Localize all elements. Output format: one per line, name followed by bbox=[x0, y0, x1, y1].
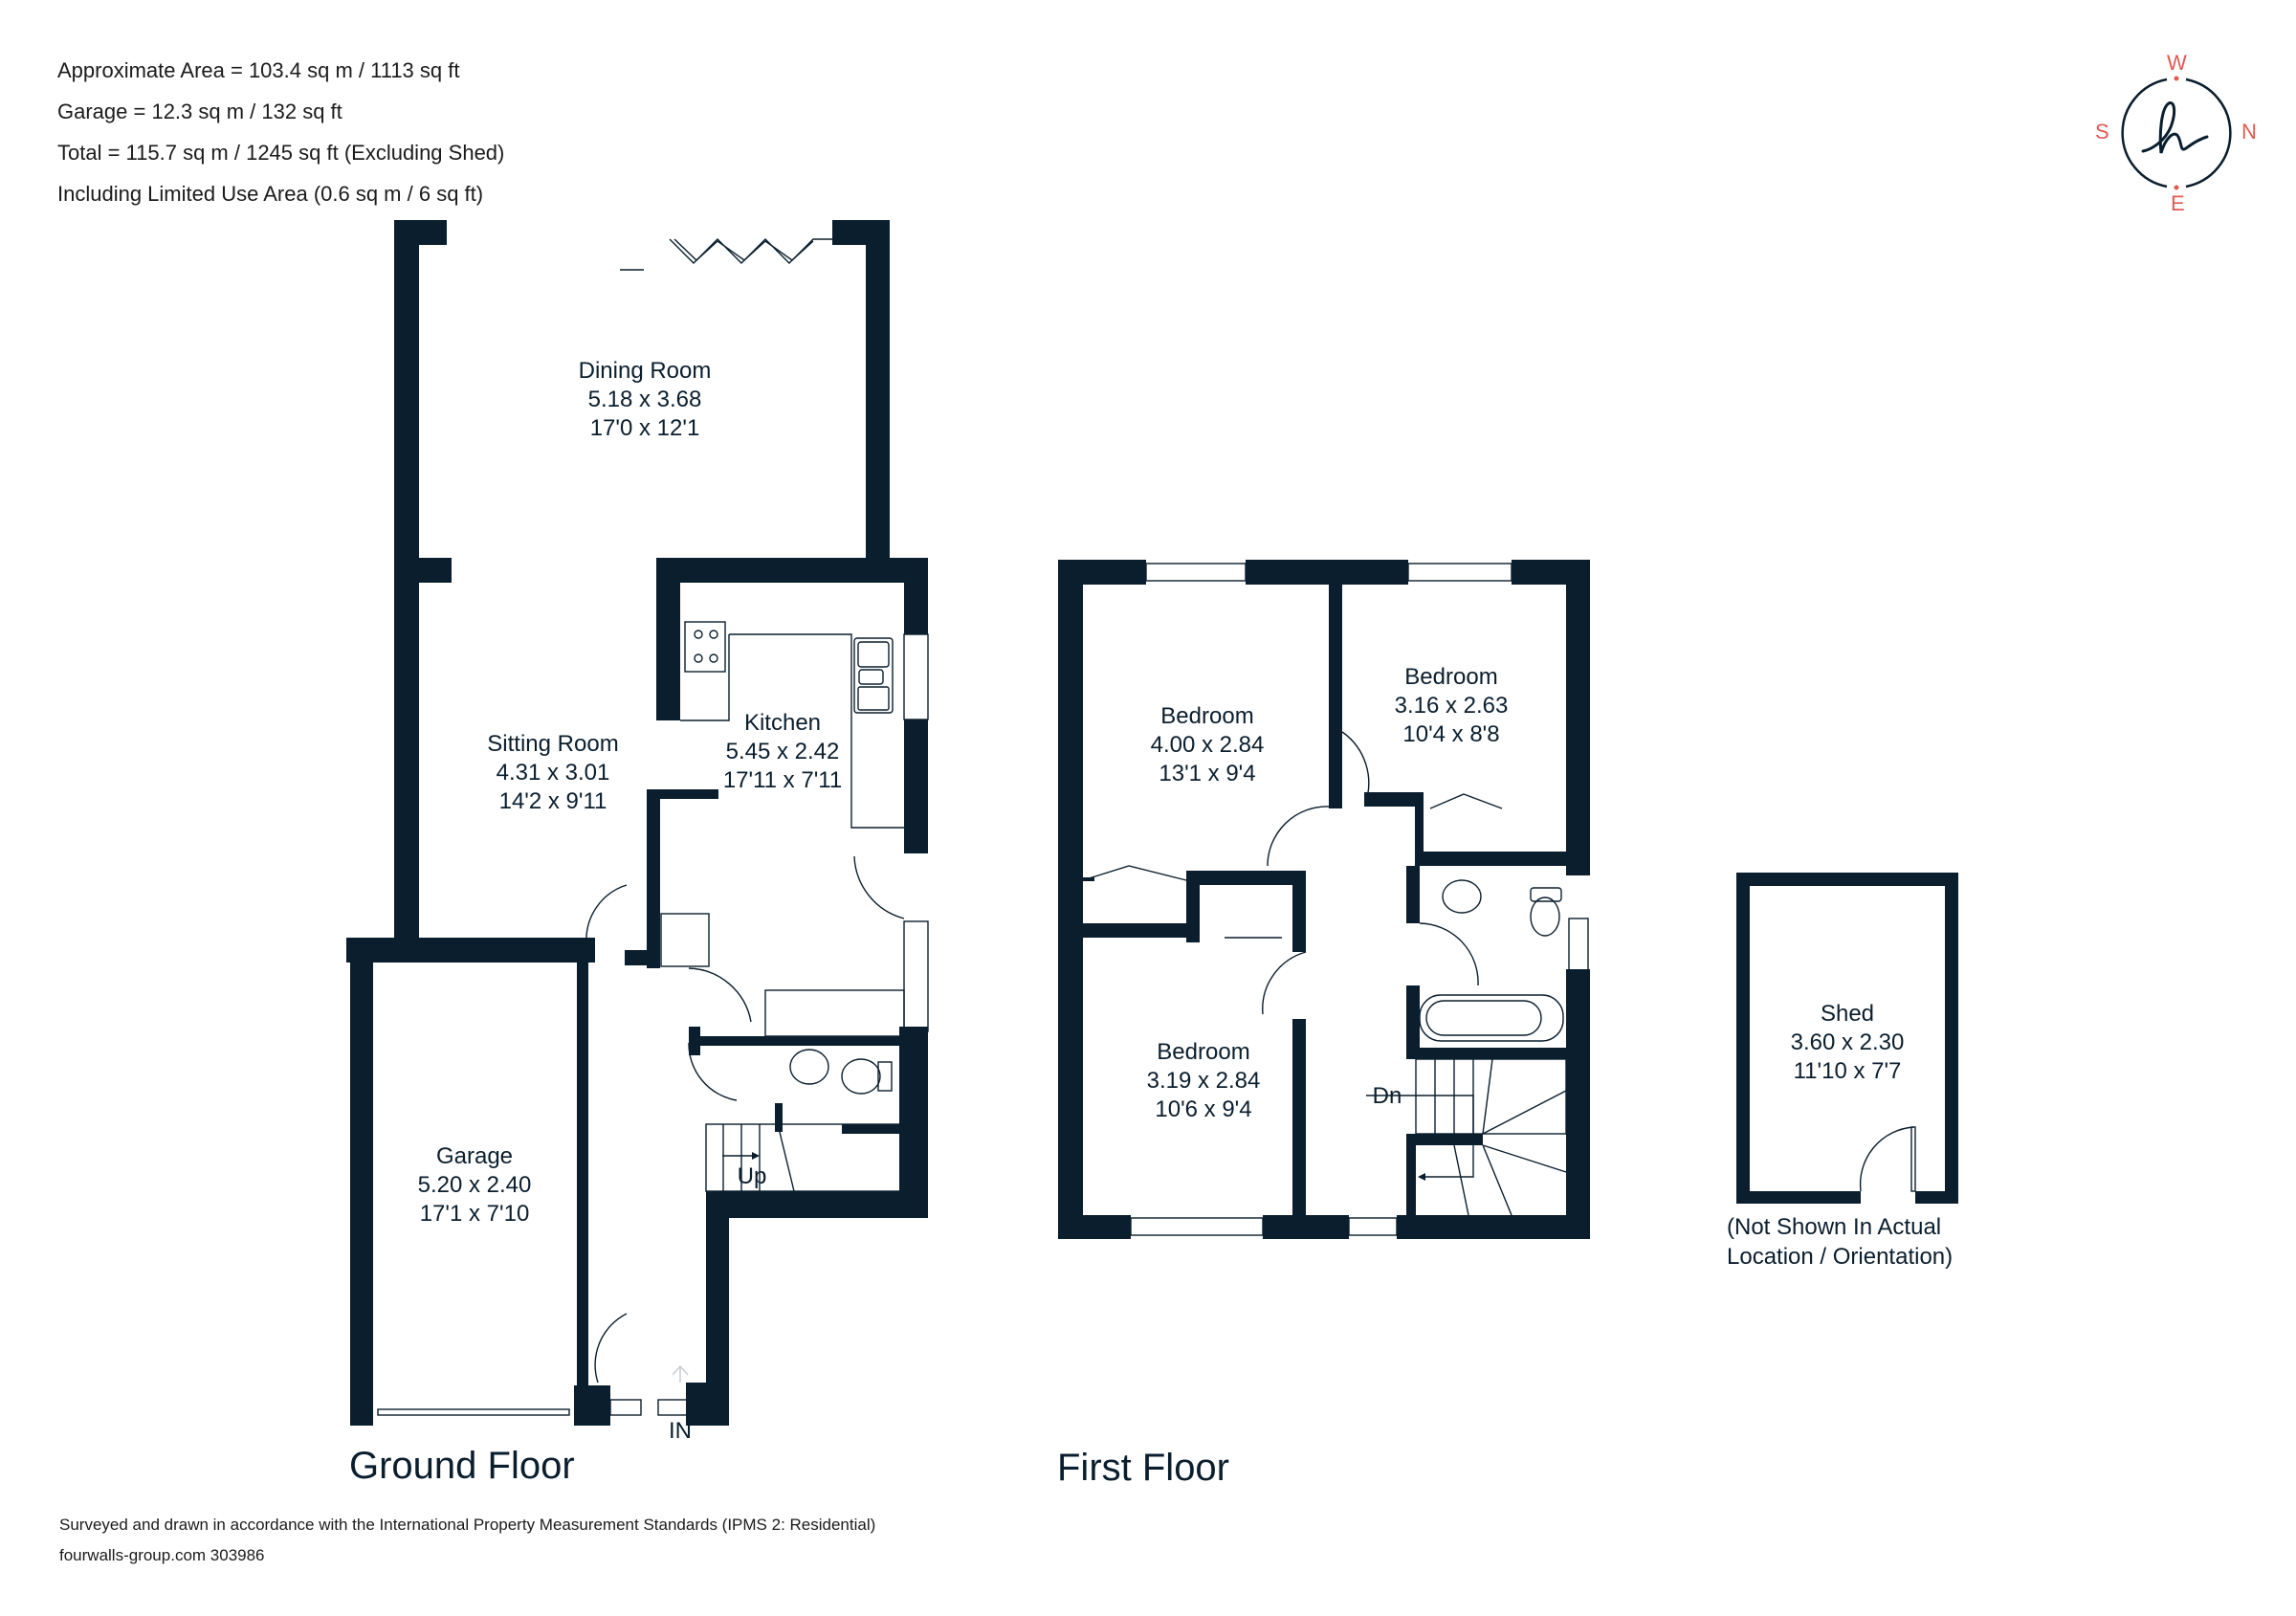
garage-imperial: 17'1 x 7'10 bbox=[420, 1201, 530, 1227]
area-summary: Approximate Area = 103.4 sq m / 1113 sq … bbox=[57, 50, 504, 214]
bedroom3-name: Bedroom bbox=[1157, 1039, 1249, 1065]
total-area-text: Total = 115.7 sq m / 1245 sq ft (Excludi… bbox=[57, 141, 505, 165]
ground-floor-title: Ground Floor bbox=[349, 1445, 575, 1487]
kitchen-name: Kitchen bbox=[744, 710, 821, 736]
garage-area-text: Garage = 12.3 sq m / 132 sq ft bbox=[57, 100, 342, 123]
compass-ring-icon bbox=[2121, 76, 2232, 190]
sitting-room-imperial: 14'2 x 9'11 bbox=[499, 788, 607, 814]
dining-room-name: Dining Room bbox=[579, 358, 712, 384]
sitting-room-name: Sitting Room bbox=[487, 731, 618, 757]
shed-metric: 3.60 x 2.30 bbox=[1791, 1029, 1905, 1055]
sitting-room-metric: 4.31 x 3.01 bbox=[497, 760, 610, 786]
garage-metric: 5.20 x 2.40 bbox=[418, 1172, 532, 1198]
stairs-up-label: Up bbox=[738, 1163, 767, 1189]
shed-plan bbox=[1736, 873, 1958, 1204]
stairs-down-label: Dn bbox=[1373, 1083, 1402, 1109]
logo-signature-icon bbox=[2141, 101, 2209, 154]
ground-floor-plan bbox=[346, 220, 929, 1426]
bedroom2-metric: 3.16 x 2.63 bbox=[1395, 693, 1509, 719]
approximate-area-text: Approximate Area = 103.4 sq m / 1113 sq … bbox=[57, 58, 460, 82]
dining-room-metric: 5.18 x 3.68 bbox=[588, 387, 702, 412]
standards-statement: Surveyed and drawn in accordance with th… bbox=[59, 1516, 876, 1534]
shed-imperial: 11'10 x 7'7 bbox=[1794, 1058, 1902, 1084]
bedroom3-metric: 3.19 x 2.84 bbox=[1147, 1068, 1261, 1094]
kitchen-metric: 5.45 x 2.42 bbox=[726, 739, 840, 764]
first-floor-plan bbox=[1058, 560, 1590, 1239]
reference-text: fourwalls-group.com 303986 bbox=[59, 1546, 265, 1564]
compass-east-label: E bbox=[2171, 191, 2185, 215]
bedroom2-imperial: 10'4 x 8'8 bbox=[1402, 721, 1499, 747]
footer: Surveyed and drawn in accordance with th… bbox=[59, 1510, 875, 1571]
compass-south-label: S bbox=[2095, 120, 2109, 144]
shed-note-line2: Location / Orientation) bbox=[1727, 1244, 1954, 1270]
dining-room-imperial: 17'0 x 12'1 bbox=[590, 415, 700, 441]
bedroom2-name: Bedroom bbox=[1404, 664, 1497, 690]
bedroom3-imperial: 10'6 x 9'4 bbox=[1155, 1096, 1251, 1122]
shed-note-line1: (Not Shown In Actual bbox=[1727, 1214, 1942, 1240]
shed-name: Shed bbox=[1821, 1001, 1874, 1027]
limited-use-area-text: Including Limited Use Area (0.6 sq m / 6… bbox=[57, 182, 484, 206]
first-floor-title: First Floor bbox=[1057, 1447, 1229, 1489]
compass: W N E S bbox=[2090, 51, 2263, 215]
bedroom1-name: Bedroom bbox=[1160, 703, 1253, 729]
compass-west-label: W bbox=[2167, 51, 2187, 75]
bedroom1-metric: 4.00 x 2.84 bbox=[1151, 732, 1265, 758]
compass-north-label: N bbox=[2241, 120, 2257, 144]
bedroom1-imperial: 13'1 x 9'4 bbox=[1159, 761, 1255, 786]
shed-location-note: (Not Shown In Actual Location / Orientat… bbox=[1727, 1212, 1953, 1272]
kitchen-imperial: 17'11 x 7'11 bbox=[723, 767, 842, 793]
garage-name: Garage bbox=[436, 1143, 513, 1169]
entrance-label: IN bbox=[669, 1418, 692, 1444]
